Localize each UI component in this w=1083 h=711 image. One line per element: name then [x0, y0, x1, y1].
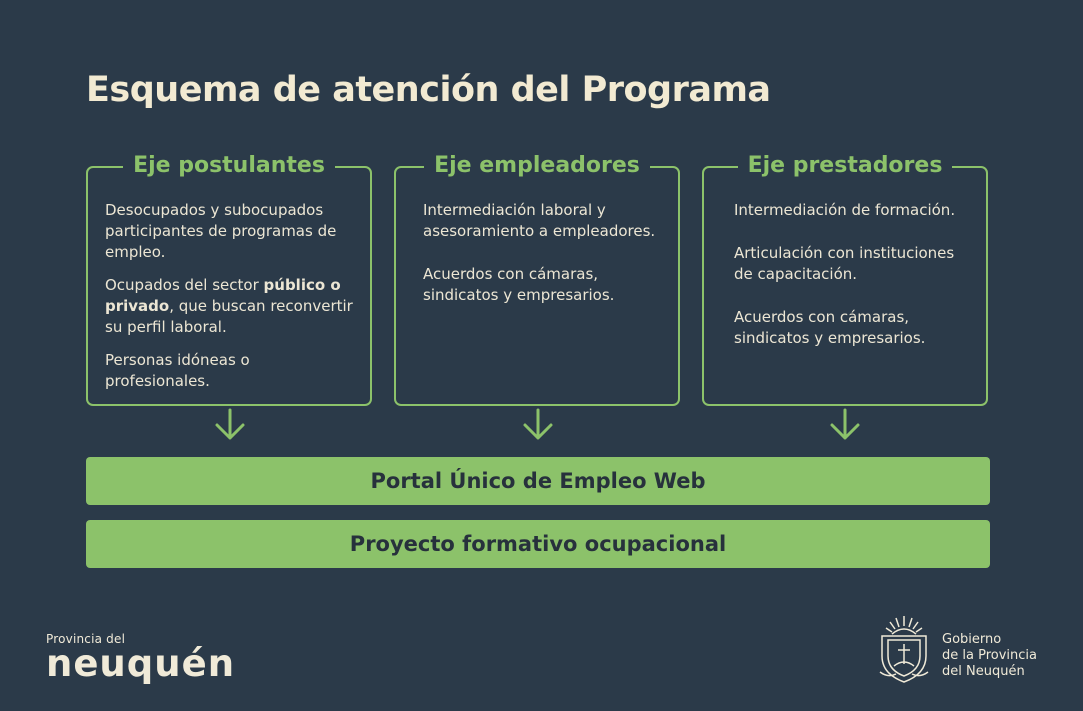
axis-heading: Eje postulantes — [123, 149, 335, 183]
gobierno-line: de la Provincia — [942, 648, 1037, 663]
portal-bar: Portal Único de Empleo Web — [86, 457, 990, 505]
arrow-down-icon — [215, 408, 245, 440]
axis-paragraph: Intermediación laboral y asesoramiento a… — [423, 201, 656, 240]
axis-box-postulantes: Eje postulantes Desocupados y subocupado… — [86, 149, 372, 406]
axis-paragraph: Articulación con instituciones de capaci… — [734, 244, 955, 283]
project-bar: Proyecto formativo ocupacional — [86, 520, 990, 568]
axis-heading: Eje empleadores — [424, 149, 650, 183]
logo-small-text: Provincia del — [46, 632, 126, 646]
axis-paragraph: Acuerdos con cámaras, sindicatos y empre… — [423, 265, 615, 304]
axis-body: Intermediación laboral y asesoramiento a… — [423, 200, 666, 318]
axis-body: Desocupados y subocupados participantes … — [105, 200, 358, 404]
page-title: Esquema de atención del Programa — [86, 70, 771, 110]
coat-of-arms-icon — [879, 616, 929, 683]
provincia-logo: Provincia del neuquén — [46, 632, 235, 684]
axis-paragraph: Desocupados y subocupados participantes … — [105, 201, 337, 261]
axis-paragraph: Acuerdos con cámaras, sindicatos y empre… — [734, 308, 926, 347]
axis-paragraph: Intermediación de formación. — [734, 201, 956, 219]
arrow-down-icon — [523, 408, 553, 440]
gobierno-line: Gobierno — [942, 632, 1002, 647]
axis-body: Intermediación de formación. Articulació… — [734, 200, 974, 361]
arrow-down-icon — [830, 408, 860, 440]
axis-box-prestadores: Eje prestadores Intermediación de formac… — [702, 149, 988, 406]
logo-big-text: neuquén — [46, 642, 236, 685]
gobierno-logo: Gobierno de la Provincia del Neuquén — [874, 612, 1074, 692]
axis-box-empleadores: Eje empleadores Intermediación laboral y… — [394, 149, 680, 406]
emphasis-text: público o privado — [105, 276, 341, 315]
axis-heading: Eje prestadores — [737, 149, 953, 183]
axis-paragraph: Personas idóneas o profesionales. — [105, 351, 250, 390]
gobierno-line: del Neuquén — [942, 664, 1025, 679]
axis-paragraph: Ocupados del sector público o privado, q… — [105, 276, 353, 336]
